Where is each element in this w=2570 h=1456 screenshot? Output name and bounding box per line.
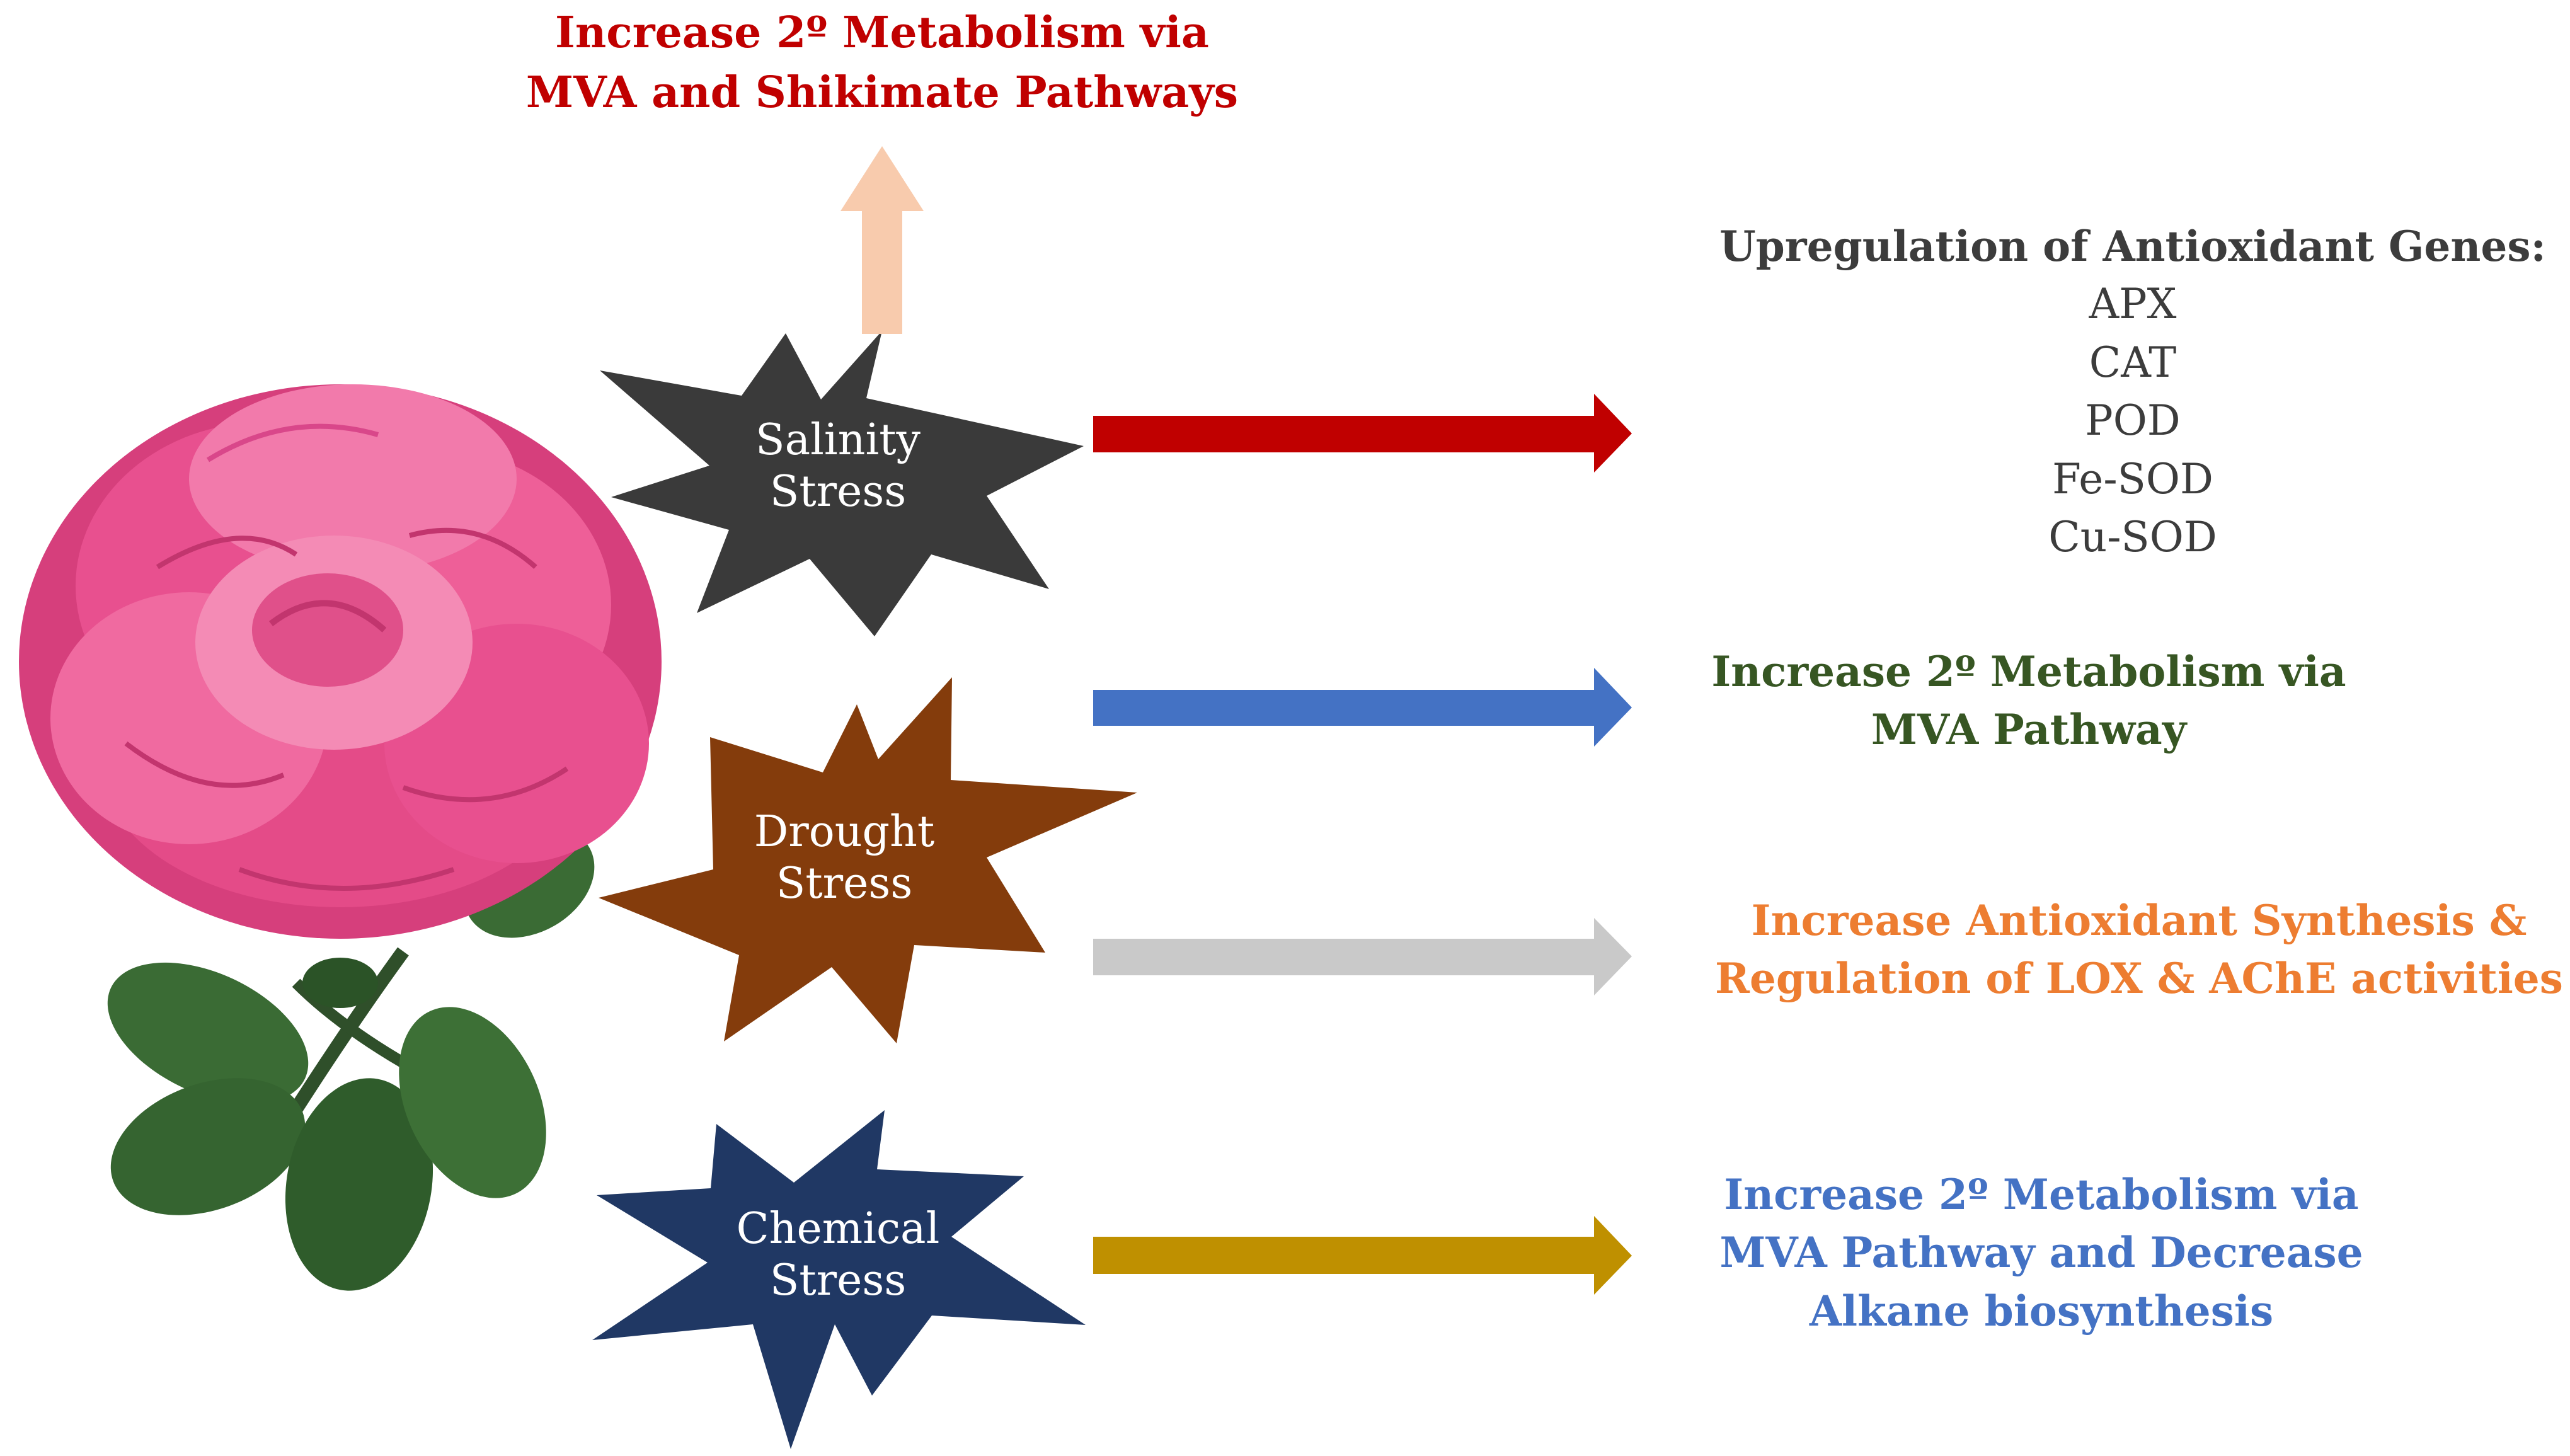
drought-antioxidant-effect-text: Increase Antioxidant Synthesis & Regulat… bbox=[1670, 891, 2570, 1008]
drought-grey-arrow bbox=[1093, 918, 1632, 995]
salinity-right-arrow bbox=[1093, 394, 1632, 473]
chemical-effect-line3: Alkane biosynthesis bbox=[1809, 1286, 2274, 1336]
drought-effect1-line2: MVA Pathway bbox=[1871, 705, 2187, 755]
drought-effect2-line1: Increase Antioxidant Synthesis & bbox=[1751, 896, 2527, 945]
salinity-up-arrow bbox=[840, 146, 924, 334]
drought-label-line2: Stress bbox=[776, 858, 913, 909]
drought-effect1-line1: Increase 2º Metabolism via bbox=[1711, 647, 2346, 696]
rose-image bbox=[19, 384, 662, 1291]
salinity-label-line2: Stress bbox=[769, 466, 907, 517]
antioxidant-genes-list: Upregulation of Antioxidant Genes: APX C… bbox=[1638, 217, 2570, 566]
drought-stress-burst bbox=[599, 677, 1137, 1043]
chemical-label-line2: Stress bbox=[769, 1255, 907, 1305]
chemical-gold-arrow bbox=[1093, 1216, 1632, 1295]
gene-cu-sod: Cu-SOD bbox=[2048, 512, 2217, 561]
salinity-effect-line2: MVA and Shikimate Pathways bbox=[525, 67, 1239, 118]
rose-leaves bbox=[107, 826, 595, 1291]
drought-mva-effect-text: Increase 2º Metabolism via MVA Pathway bbox=[1607, 643, 2451, 759]
drought-label-line1: Drought bbox=[754, 807, 935, 857]
gene-pod: POD bbox=[2085, 396, 2181, 445]
chemical-stress-label: Chemical Stress bbox=[712, 1203, 964, 1306]
gene-cat: CAT bbox=[2089, 338, 2177, 387]
chemical-stress-burst bbox=[592, 1110, 1086, 1449]
gene-fe-sod: Fe-SOD bbox=[2052, 454, 2213, 503]
salinity-stress-burst bbox=[600, 331, 1084, 636]
chemical-effect-line1: Increase 2º Metabolism via bbox=[1724, 1170, 2359, 1219]
chemical-effect-line2: MVA Pathway and Decrease bbox=[1719, 1228, 2363, 1278]
salinity-stress-label: Salinity Stress bbox=[712, 415, 964, 517]
drought-blue-arrow bbox=[1093, 668, 1632, 747]
antioxidant-genes-heading: Upregulation of Antioxidant Genes: bbox=[1719, 222, 2546, 271]
gene-apx: APX bbox=[2089, 280, 2177, 329]
salinity-effect-line1: Increase 2º Metabolism via bbox=[555, 8, 1209, 58]
salinity-label-line1: Salinity bbox=[755, 415, 921, 465]
chemical-label-line1: Chemical bbox=[736, 1204, 940, 1254]
rose-bloom bbox=[19, 384, 662, 939]
chemical-effect-text: Increase 2º Metabolism via MVA Pathway a… bbox=[1575, 1166, 2508, 1340]
drought-effect2-line2: Regulation of LOX & AChE activities bbox=[1715, 954, 2563, 1004]
salinity-secondary-metabolism-text: Increase 2º Metabolism via MVA and Shiki… bbox=[441, 3, 1323, 123]
drought-stress-label: Drought Stress bbox=[718, 806, 970, 909]
